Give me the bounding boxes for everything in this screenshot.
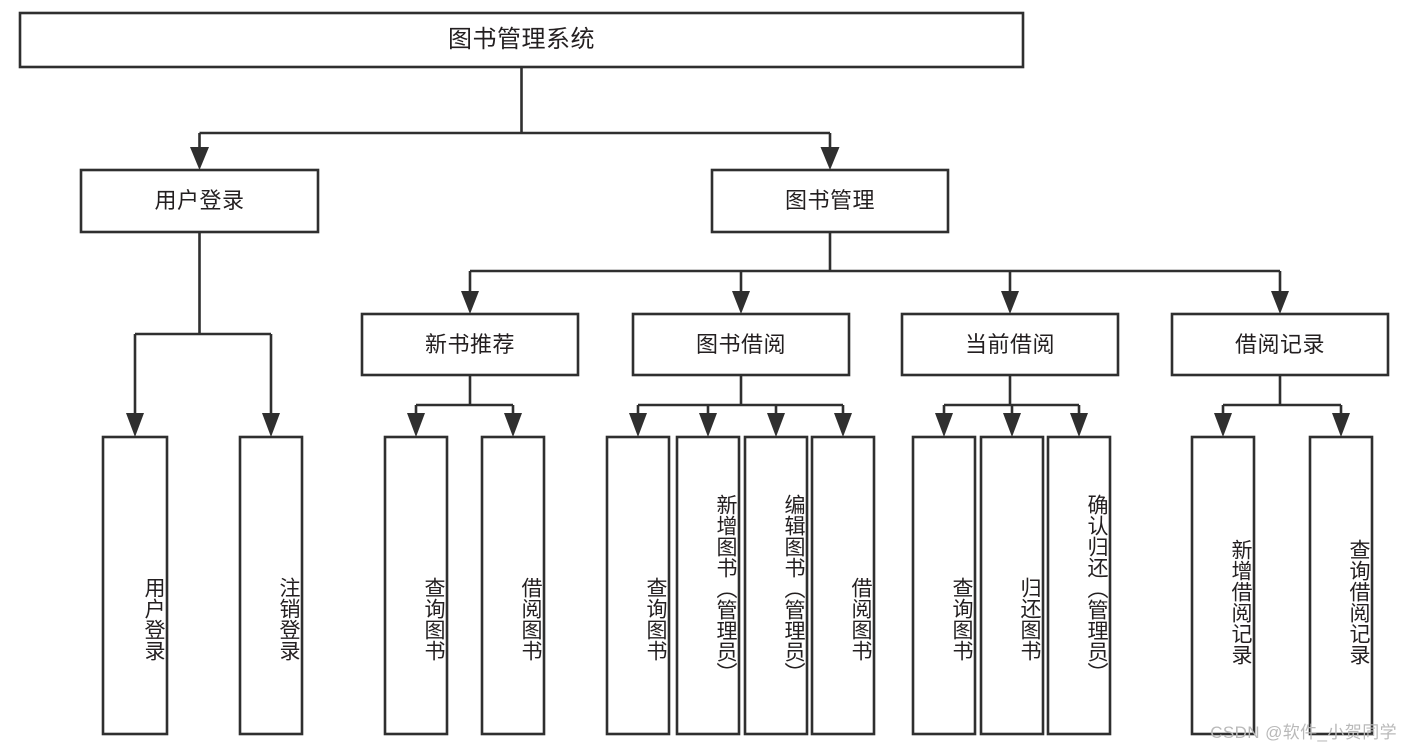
node-box-leaf-edit-book-admin[interactable]: [743, 435, 809, 736]
node-box-new-book-recommend[interactable]: [360, 312, 580, 377]
node-box-leaf-user-login[interactable]: [101, 435, 169, 736]
arrowhead-leaf-confirm-return: [1070, 413, 1088, 437]
node-box-leaf-confirm-return-admin[interactable]: [1046, 435, 1112, 736]
arrowhead-leaf-query-book-2: [629, 413, 647, 437]
arrowhead-book-borrow: [732, 291, 750, 314]
node-box-book-management[interactable]: [710, 168, 950, 234]
node-box-root[interactable]: [18, 11, 1025, 69]
node-box-leaf-query-book-3[interactable]: [911, 435, 977, 736]
node-box-borrow-record[interactable]: [1170, 312, 1390, 377]
node-box-leaf-borrow-book-1[interactable]: [480, 435, 546, 736]
node-box-leaf-add-borrow-record[interactable]: [1190, 435, 1256, 736]
arrowhead-leaf-add-book-admin: [699, 413, 717, 437]
node-box-user-login[interactable]: [79, 168, 320, 234]
node-box-leaf-query-book-1[interactable]: [383, 435, 449, 736]
arrowhead-user-login: [190, 147, 209, 170]
arrowhead-leaf-query-borrow-record: [1332, 413, 1350, 437]
arrowhead-current-borrow: [1001, 291, 1019, 314]
arrowhead-leaf-user-login: [126, 413, 144, 437]
node-box-leaf-borrow-book-2[interactable]: [810, 435, 876, 736]
node-box-current-borrow[interactable]: [900, 312, 1120, 377]
arrowhead-book-management: [820, 147, 840, 170]
node-box-leaf-query-borrow-record[interactable]: [1308, 435, 1374, 736]
arrowhead-leaf-edit-book-admin: [767, 413, 785, 437]
arrowhead-leaf-borrow-book-1: [504, 413, 522, 437]
node-box-leaf-query-book-2[interactable]: [605, 435, 671, 736]
node-box-book-borrow[interactable]: [631, 312, 851, 377]
arrowhead-leaf-add-borrow-record: [1214, 413, 1232, 437]
arrowhead-leaf-query-book-1: [407, 413, 425, 437]
node-box-leaf-add-book-admin[interactable]: [675, 435, 741, 736]
node-box-leaf-return-book[interactable]: [979, 435, 1045, 736]
node-box-leaf-logout[interactable]: [238, 435, 304, 736]
node-boxes: [18, 11, 1390, 736]
arrowhead-borrow-record: [1271, 291, 1289, 314]
arrowhead-leaf-logout: [262, 413, 280, 437]
arrowhead-leaf-query-book-3: [935, 413, 953, 437]
arrowhead-leaf-borrow-book-2: [834, 413, 852, 437]
csdn-watermark: CSDN @软件_小贺同学: [1210, 723, 1397, 742]
connectors: [126, 67, 1350, 437]
arrowhead-new-book-recommend: [461, 291, 479, 314]
arrowhead-leaf-return-book: [1003, 413, 1021, 437]
